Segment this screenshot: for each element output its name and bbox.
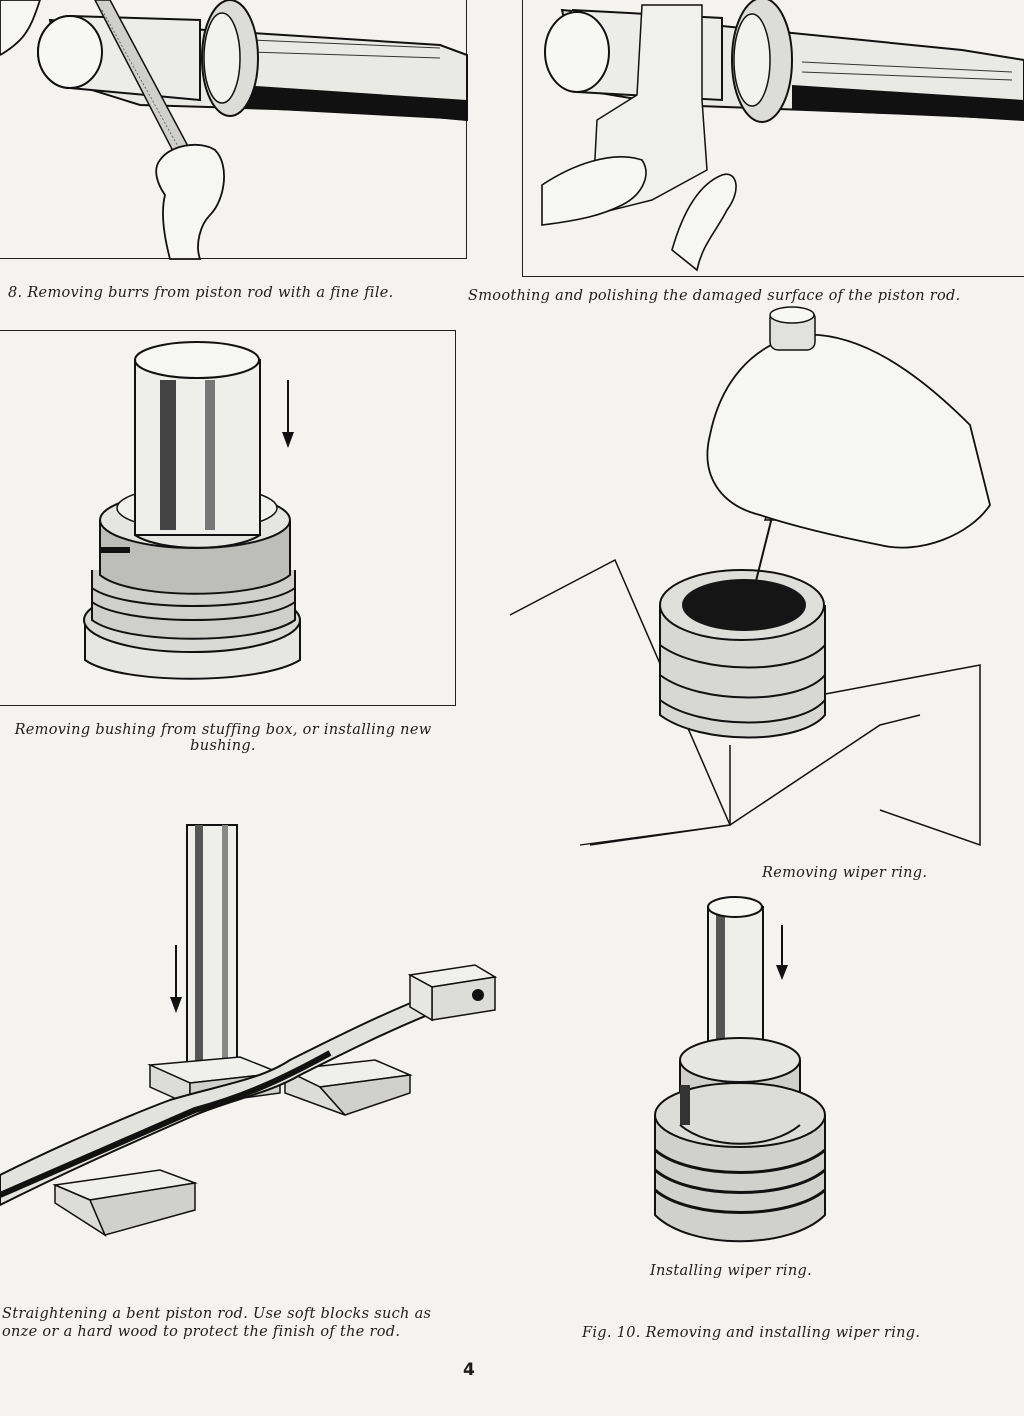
figure-bushing-frame bbox=[0, 330, 456, 706]
caption-wiper-remove: Removing wiper ring. bbox=[762, 865, 928, 881]
caption-fig10: Fig. 10. Removing and installing wiper r… bbox=[582, 1325, 921, 1341]
caption-wiper-install: Installing wiper ring. bbox=[650, 1263, 812, 1279]
caption-file: 8. Removing burrs from piston rod with a… bbox=[8, 285, 394, 301]
page-number: 4 bbox=[463, 1360, 475, 1380]
illustration-filing-rod bbox=[0, 0, 468, 260]
caption-straighten: Straightening a bent piston rod. Use sof… bbox=[2, 1306, 432, 1340]
illustration-polishing-rod bbox=[541, 0, 1024, 272]
illustration-wiper-removal bbox=[509, 306, 991, 847]
illustration-wiper-install bbox=[654, 896, 826, 1243]
figure-file-frame bbox=[0, 0, 467, 259]
illustration-bushing bbox=[83, 341, 301, 680]
caption-polish: Smoothing and polishing the damaged surf… bbox=[468, 288, 961, 304]
caption-bushing: Removing bushing from stuffing box, or i… bbox=[14, 722, 432, 754]
illustration-straightening-rod bbox=[0, 824, 498, 1237]
figure-polish-frame bbox=[522, 0, 1024, 277]
